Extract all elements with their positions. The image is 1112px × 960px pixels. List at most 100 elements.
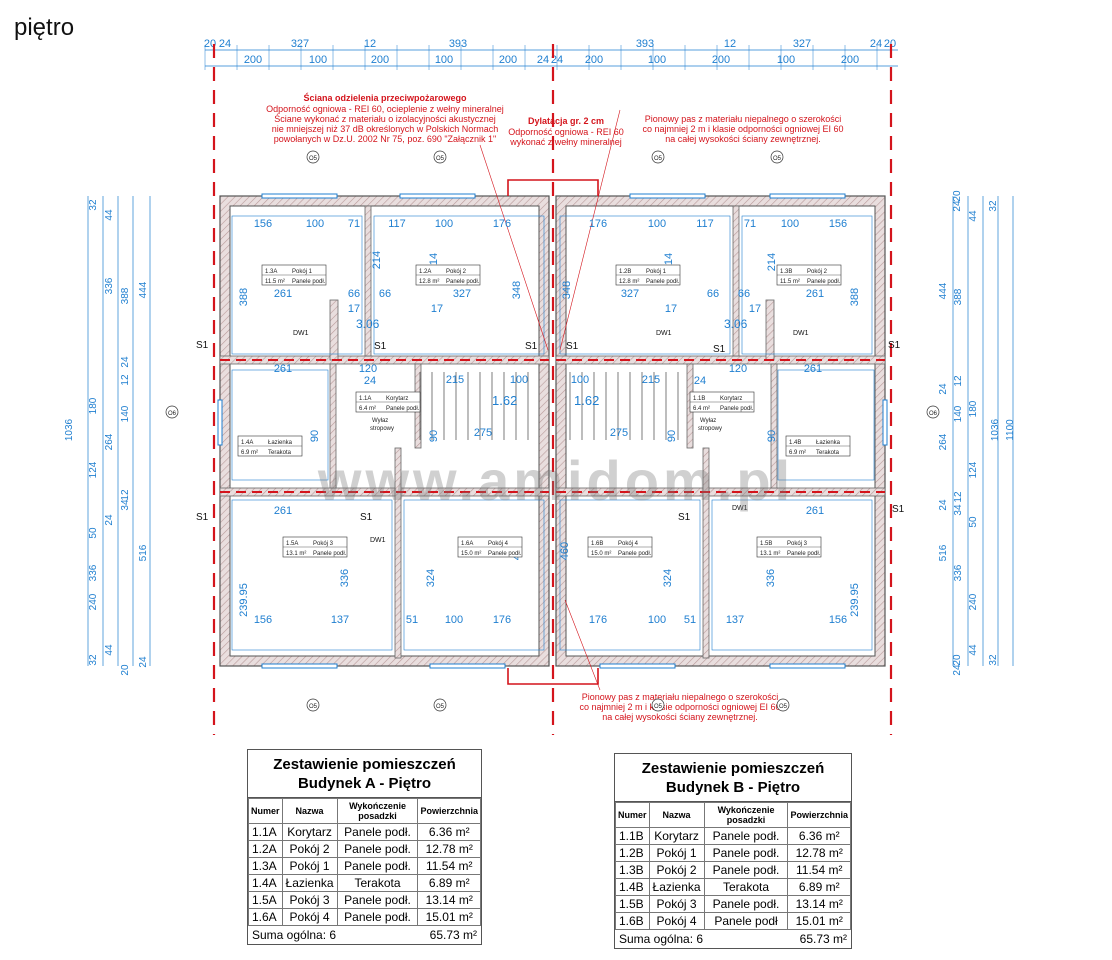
- window-tag: O5: [436, 156, 445, 162]
- room-dim-frame: [231, 499, 393, 651]
- window-tag-circle: [165, 405, 179, 419]
- table-cell: 11.54 m²: [787, 861, 851, 879]
- room-dim-text: 324: [662, 569, 674, 587]
- table-a-title-line-1: Zestawienie pomieszczeń: [273, 756, 456, 773]
- window-tag: O5: [779, 704, 788, 710]
- room-dim-text: 261: [806, 288, 824, 300]
- window-tag: O5: [654, 704, 663, 710]
- room-number: 1.5A: [286, 541, 298, 547]
- room-dim-text: 336: [339, 569, 351, 587]
- dim-text: 393: [636, 38, 654, 50]
- room-number: 1.1A: [359, 396, 371, 402]
- room-dim-text: 348: [561, 281, 573, 299]
- dim-text: 200: [371, 54, 389, 66]
- table-cell: Panele podł.: [703, 844, 789, 862]
- dim-text: 200: [499, 54, 517, 66]
- room-dim-text: 100: [781, 218, 799, 230]
- room-dim-text: 348: [511, 281, 523, 299]
- window-tag-circle: [770, 150, 784, 164]
- interior-wall: [329, 363, 337, 489]
- dim-text: 32: [988, 200, 999, 212]
- room-dim-text: 71: [744, 218, 756, 230]
- table-cell: 1.2B: [615, 844, 650, 862]
- room-dim-text: 460: [559, 542, 571, 560]
- room-dim-text: 90: [428, 430, 440, 442]
- room-floor: Panele podł.: [787, 551, 821, 557]
- dim-text: 24: [120, 356, 131, 368]
- table-cell: Terakota: [703, 878, 789, 896]
- room-dim-text: 215: [446, 374, 464, 386]
- room-dim-text: 120: [359, 363, 377, 375]
- room-name: Pokój 2: [446, 269, 467, 275]
- window-tag: O5: [309, 704, 318, 710]
- room-name: Łazienka: [816, 440, 841, 446]
- room-dim-text: 100: [510, 374, 528, 386]
- dim-text: 388: [120, 287, 131, 304]
- room-dim-frame: [559, 215, 731, 355]
- hatch-label: Wyłaz: [700, 418, 716, 424]
- room-dim-text: 176: [493, 614, 511, 626]
- room-dim-text: 261: [274, 288, 292, 300]
- room-dim-text: 17: [348, 303, 360, 315]
- window: [217, 399, 223, 446]
- window: [882, 399, 888, 446]
- hatch-label: stropowy: [370, 426, 394, 432]
- interior-outline: [229, 205, 540, 657]
- room-dim-text: 90: [766, 430, 778, 442]
- note-line: na całej wysokości ściany zewnętrznej.: [665, 134, 821, 144]
- table-header: Wykończenie posadzki: [336, 798, 419, 824]
- room-area: 11.5 m²: [780, 279, 800, 285]
- interior-wall: [329, 299, 339, 361]
- table-cell: Pokój 3: [281, 891, 338, 909]
- table-cell: Panele podł.: [703, 827, 789, 845]
- dim-text: 180: [968, 400, 979, 417]
- room-dim-frame: [403, 499, 545, 651]
- table-cell: Terakota: [336, 874, 419, 892]
- table-cell: Pokój 2: [281, 840, 338, 858]
- leader-line: [564, 599, 601, 691]
- table-cell: Panele podł.: [336, 823, 419, 841]
- table-cell: 1.3A: [248, 857, 283, 875]
- table-b-sum-label: Suma ogólna: 6: [619, 932, 704, 946]
- dim-text: 44: [104, 644, 115, 656]
- window-tag-circle: [776, 698, 790, 712]
- window-tag: O5: [309, 156, 318, 162]
- room-dim-text: 275: [610, 427, 628, 439]
- window: [261, 663, 338, 669]
- table-cell: Panele podł.: [703, 861, 789, 879]
- room-dim-text: 90: [666, 430, 678, 442]
- s1-label: S1: [713, 344, 726, 355]
- dim-text: 124: [968, 461, 979, 478]
- room-dim-text: 100: [571, 374, 589, 386]
- room-name: Pokój 3: [787, 541, 808, 547]
- room-number: 1.4A: [241, 440, 253, 446]
- room-dim-frame: [231, 215, 363, 355]
- dim-text: 100: [435, 54, 453, 66]
- window-tag: O5: [654, 156, 663, 162]
- dim-text: 240: [88, 593, 99, 610]
- window-tag: O6: [929, 411, 938, 417]
- room-dim-text: 66: [379, 288, 391, 300]
- note-line: wykonać z wełny mineralnej: [509, 137, 622, 147]
- dim-text: 50: [968, 516, 979, 528]
- room-floor: Panele podł.: [807, 279, 841, 285]
- dim-text: 24: [104, 514, 115, 526]
- note-line: na całej wysokości ściany zewnętrznej.: [602, 712, 758, 722]
- dim-text: 12: [120, 489, 131, 501]
- room-area: 12.8 m²: [419, 279, 439, 285]
- floor-plan: 2024327123933931232724202001002001002002…: [64, 38, 1016, 735]
- table-cell: Panele podł.: [336, 857, 419, 875]
- table-a-title: Zestawienie pomieszczeń Budynek A - Pięt…: [248, 750, 481, 798]
- room-name: Pokój 2: [807, 269, 828, 275]
- room-number: 1.3A: [265, 269, 277, 275]
- table-cell: 13.14 m²: [787, 895, 851, 913]
